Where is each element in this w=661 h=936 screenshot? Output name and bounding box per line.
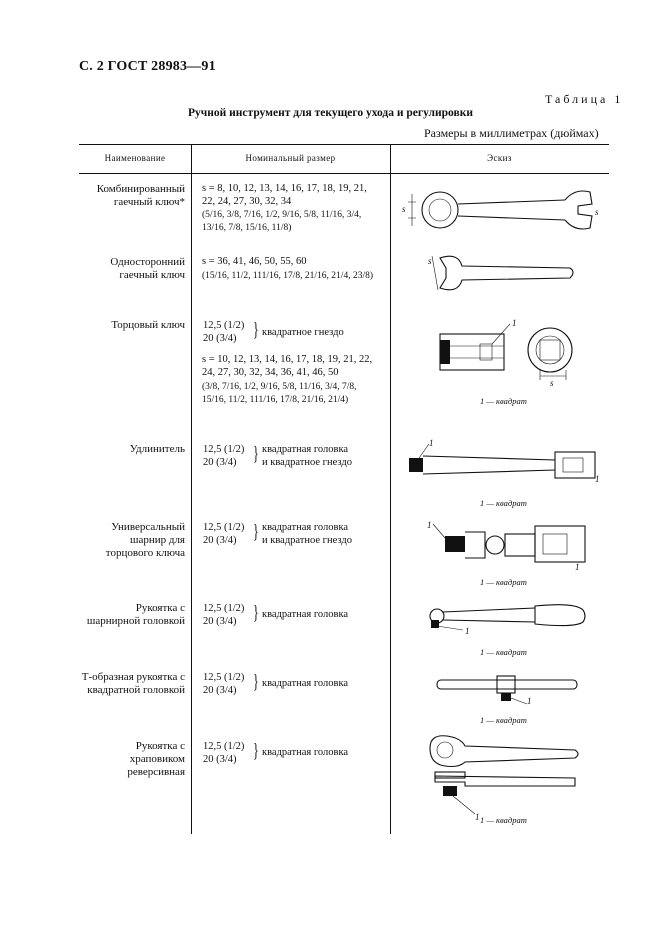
- size-12-5: 12,5 (1/2): [203, 522, 245, 533]
- ratchet-handle-sketch: 1: [429, 735, 579, 822]
- row-name: Торцовый ключ: [111, 319, 185, 331]
- sketch-caption: 1 — квадрат: [480, 498, 527, 508]
- column-divider: [390, 144, 391, 834]
- row-name: Универсальный шарнир для торцового ключа: [105, 521, 185, 559]
- svg-text:s: s: [428, 256, 432, 266]
- svg-text:1: 1: [595, 474, 600, 484]
- sketch-caption: 1 — квадрат: [480, 396, 527, 406]
- brace: }: [253, 740, 259, 762]
- nominal-inch-sizes: (15/16, 11/2, 111/16, 17/8, 21/16, 21/4,…: [202, 271, 373, 281]
- row-name: Т-образная рукоятка с квадратной головко…: [81, 671, 185, 696]
- square-head-label: квадратная головка: [262, 747, 349, 758]
- col-head-name: Наименование: [104, 153, 166, 163]
- svg-text:s: s: [595, 207, 599, 217]
- brace: }: [253, 602, 259, 624]
- sketch-caption: 1 — квадрат: [480, 577, 527, 587]
- nominal-sizes: s = 36, 41, 46, 50, 55, 60: [202, 256, 307, 267]
- table-caption: Ручной инструмент для текущего ухода и р…: [188, 107, 473, 119]
- nominal-inch-sizes: (3/8, 7/16, 1/2, 9/16, 5/8, 11/16, 3/4, …: [202, 382, 357, 405]
- svg-text:1: 1: [465, 626, 470, 636]
- square-socket-label: квадратное гнездо: [262, 327, 344, 338]
- nominal-sizes: s = 10, 12, 13, 14, 16, 17, 18, 19, 21, …: [202, 354, 373, 378]
- row-name: Рукоятка с шарнирной головкой: [86, 602, 185, 627]
- brace: }: [253, 521, 259, 543]
- svg-text:1: 1: [429, 438, 434, 448]
- size-12-5: 12,5 (1/2): [203, 603, 245, 614]
- open-end-wrench-sketch: s: [428, 255, 574, 291]
- table-top-rule: [79, 144, 609, 145]
- brace: }: [253, 671, 259, 693]
- brace: }: [253, 443, 259, 465]
- size-20: 20 (3/4): [203, 754, 237, 765]
- page-header: С. 2 ГОСТ 28983—91: [79, 59, 216, 74]
- size-20: 20 (3/4): [203, 685, 237, 696]
- square-head-label: квадратная головка: [262, 522, 349, 533]
- universal-joint-sketch: 11: [427, 520, 586, 572]
- row-name: Комбинированный гаечный ключ*: [96, 183, 185, 208]
- svg-text:1: 1: [575, 562, 580, 572]
- col-head-nominal: Номинальный размер: [245, 153, 336, 163]
- row-name: Удлинитель: [129, 443, 185, 455]
- svg-text:1: 1: [427, 520, 432, 530]
- nominal-inch-sizes: (5/16, 3/8, 7/16, 1/2, 9/16, 5/8, 11/16,…: [202, 210, 362, 233]
- t-handle-sketch: 1: [436, 675, 578, 706]
- table-number: Таблица 1: [545, 92, 624, 106]
- units-note: Размеры в миллиметрах (дюймах): [424, 126, 599, 140]
- size-20: 20 (3/4): [203, 535, 237, 546]
- svg-text:1: 1: [512, 318, 517, 328]
- nominal-sizes: s = 8, 10, 12, 13, 14, 16, 17, 18, 19, 2…: [202, 183, 367, 207]
- col-head-sketch: Эскиз: [487, 153, 512, 163]
- size-12-5: 12,5 (1/2): [203, 320, 245, 331]
- sketch-caption: 1 — квадрат: [480, 647, 527, 657]
- size-20: 20 (3/4): [203, 616, 237, 627]
- column-divider: [191, 144, 192, 834]
- brace: }: [253, 319, 259, 341]
- svg-text:s: s: [550, 378, 554, 388]
- extension-bar-sketch: 11: [409, 438, 600, 484]
- sketch-caption: 1 — квадрат: [480, 815, 527, 825]
- square-socket-label: и квадратное гнездо: [262, 457, 352, 468]
- square-head-label: квадратная головка: [262, 609, 349, 620]
- row-name: Рукоятка с храповиком реверсивная: [127, 740, 185, 778]
- svg-text:s: s: [402, 204, 406, 214]
- header-bottom-rule: [79, 173, 609, 174]
- hinged-handle-sketch: 1: [429, 604, 586, 636]
- svg-text:1: 1: [475, 812, 480, 822]
- svg-text:1: 1: [527, 696, 532, 706]
- sketch-caption: 1 — квадрат: [480, 715, 527, 725]
- size-20: 20 (3/4): [203, 333, 237, 344]
- size-12-5: 12,5 (1/2): [203, 444, 245, 455]
- square-head-label: квадратная головка: [262, 678, 349, 689]
- row-name: Односторонний гаечный ключ: [110, 256, 185, 281]
- square-head-label: квадратная головка: [262, 444, 349, 455]
- square-socket-label: и квадратное гнездо: [262, 535, 352, 546]
- size-12-5: 12,5 (1/2): [203, 741, 245, 752]
- socket-wrench-sketch: 1 s: [439, 318, 573, 388]
- size-20: 20 (3/4): [203, 457, 237, 468]
- size-12-5: 12,5 (1/2): [203, 672, 245, 683]
